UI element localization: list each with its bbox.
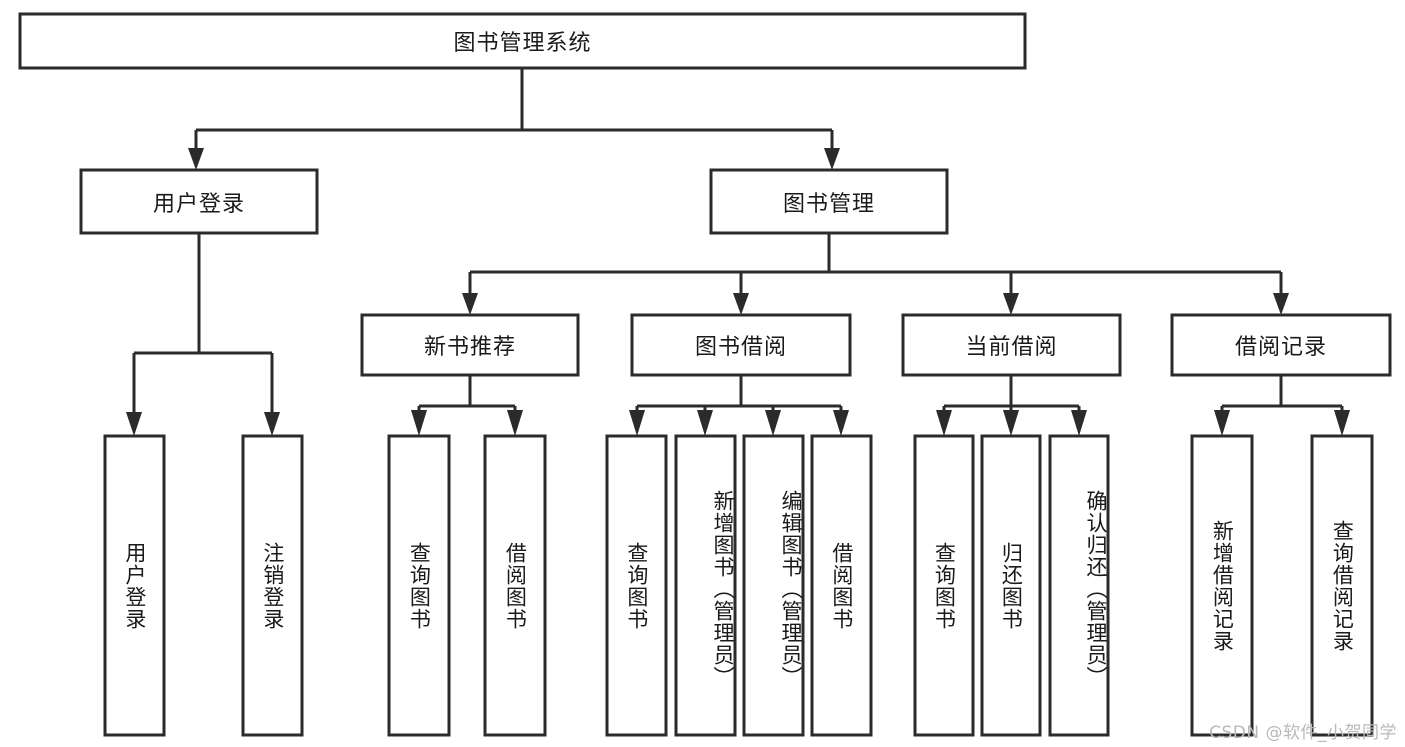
node-box-new-book-recommend[interactable] — [360, 313, 580, 377]
node-box-leaf-confirm-return[interactable] — [1048, 434, 1110, 737]
node-box-leaf-borrow-book-2[interactable] — [810, 434, 873, 737]
node-box-leaf-return-book[interactable] — [980, 434, 1042, 737]
node-box-borrow-record[interactable] — [1170, 313, 1392, 377]
node-box-leaf-user-login[interactable] — [103, 434, 166, 737]
node-box-book-borrow[interactable] — [630, 313, 852, 377]
node-box-leaf-borrow-book-1[interactable] — [483, 434, 547, 737]
node-box-leaf-logout[interactable] — [241, 434, 304, 737]
connector-new-book-recommend-to-leaves — [411, 375, 523, 436]
node-box-leaf-edit-book[interactable] — [742, 434, 805, 737]
connector-root-to-level2 — [188, 68, 840, 170]
node-box-book-manage[interactable] — [709, 168, 949, 235]
connector-book-borrow-to-leaves — [629, 375, 849, 436]
node-box-leaf-query-record[interactable] — [1310, 434, 1374, 737]
node-box-leaf-query-book-1[interactable] — [387, 434, 451, 737]
connector-current-borrow-to-leaves — [936, 375, 1087, 436]
node-box-leaf-add-record[interactable] — [1190, 434, 1254, 737]
connector-user-login-to-leaves — [126, 233, 280, 436]
node-box-leaf-query-book-2[interactable] — [605, 434, 668, 737]
node-box-root[interactable] — [18, 12, 1027, 70]
connector-book-manage-to-level3 — [462, 233, 1289, 315]
node-box-current-borrow[interactable] — [901, 313, 1122, 377]
connector-borrow-record-to-leaves — [1214, 375, 1350, 436]
node-box-leaf-add-book[interactable] — [674, 434, 737, 737]
node-box-leaf-query-book-3[interactable] — [913, 434, 975, 737]
csdn-watermark: CSDN @软件_小贺同学 — [1209, 723, 1397, 743]
node-box-user-login[interactable] — [79, 168, 319, 235]
